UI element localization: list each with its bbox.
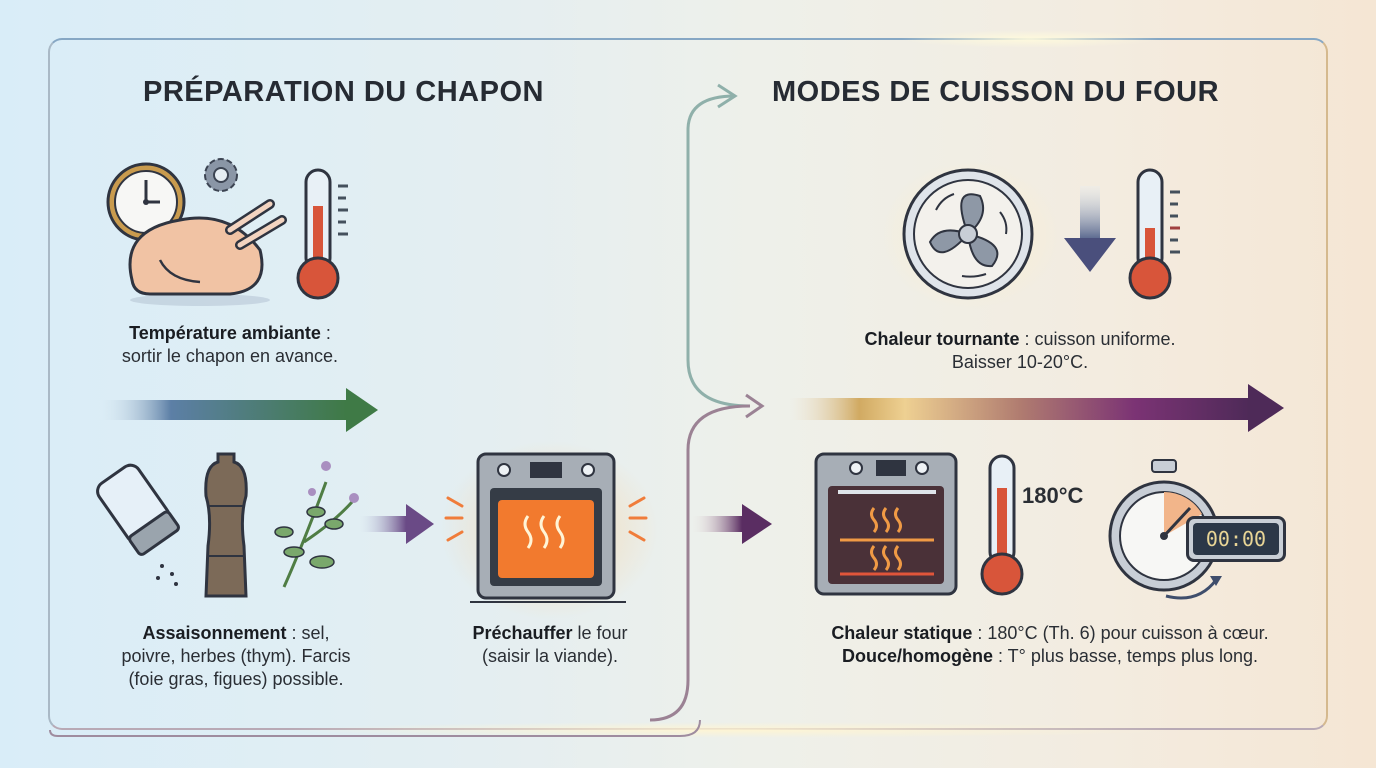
thermometer-icon (1128, 168, 1180, 300)
hot-oven-icon (444, 452, 648, 603)
chicken-icon (128, 199, 287, 306)
mode-caption-static: Chaleur statique : 180°C (Th. 6) pour cu… (831, 623, 1269, 666)
thermometer-icon (296, 168, 348, 300)
timer-digits: 00:00 (1193, 523, 1279, 555)
purple-flow-arrow-left (360, 504, 434, 544)
frame-glow (900, 30, 1160, 48)
thermometer-icon (980, 454, 1024, 596)
section-title-preparation: PRÉPARATION DU CHAPON (143, 76, 544, 108)
timer-display: 00:00 (1186, 516, 1286, 562)
down-arrow-icon (1064, 186, 1116, 272)
salt-shaker-icon (96, 463, 180, 586)
left-panel-border (49, 719, 701, 737)
step-caption-temperature: Température ambiante : sortir le chapon … (121, 323, 339, 366)
purple-flow-arrow-right (692, 504, 772, 544)
stopwatch-icon (1108, 459, 1222, 600)
gear-icon (204, 158, 238, 192)
step-caption-preheat: Préchauffer le four (saisir la viande). (472, 623, 628, 666)
step-caption-seasoning: Assaisonnement : sel, poivre, herbes (th… (121, 623, 351, 689)
flow-connector (649, 83, 765, 722)
fan-icon (902, 168, 1034, 300)
oven-icon (814, 452, 958, 596)
thyme-icon (274, 461, 359, 588)
temperature-label: 180°C (1022, 483, 1084, 508)
green-flow-arrow (96, 388, 378, 432)
gold-purple-flow-arrow (790, 384, 1284, 432)
section-title-cooking-modes: MODES DE CUISSON DU FOUR (772, 76, 1220, 108)
pepper-mill-icon (204, 452, 248, 598)
frame-glow-bottom (280, 722, 1180, 738)
mode-caption-convection: Chaleur tournante : cuisson uniforme. Ba… (864, 329, 1176, 372)
